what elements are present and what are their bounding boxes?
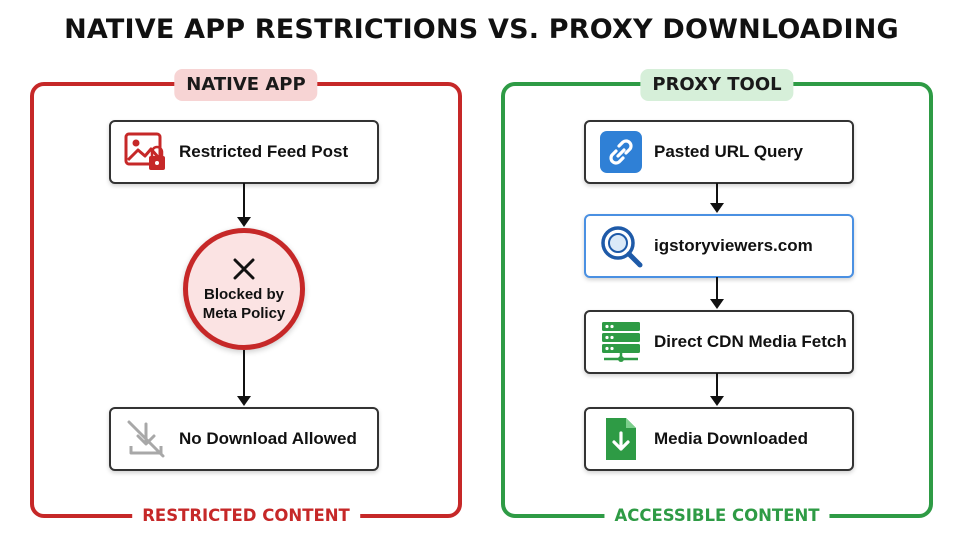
native-app-header: NATIVE APP [174,69,318,101]
file-download-icon [598,416,644,462]
accessible-content-label: ACCESSIBLE CONTENT [604,505,830,527]
restricted-feed-post-label: Restricted Feed Post [179,142,349,161]
x-icon [233,258,255,279]
native-app-panel: NATIVE APP RESTRICTED CONTENT [30,69,462,527]
blocked-text-line1: Blocked by [203,285,285,303]
proxy-tool-panel: PROXY TOOL ACCESSIBLE CONTENT [501,69,933,527]
locked-image-icon [123,129,169,175]
igstoryviewers-label: igstoryviewers.com [654,236,813,255]
direct-cdn-media-fetch-label: Direct CDN Media Fetch [654,332,847,351]
arrow-down [710,277,724,309]
no-download-allowed-node: No Download Allowed [109,407,379,471]
media-downloaded-node: Media Downloaded [584,407,854,471]
arrow-down [237,183,251,227]
page-title: NATIVE APP RESTRICTIONS VS. PROXY DOWNLO… [64,14,899,45]
restricted-content-label: RESTRICTED CONTENT [132,505,360,527]
restricted-feed-post-node: Restricted Feed Post [109,120,379,184]
magnifier-icon [598,223,644,269]
proxy-tool-header: PROXY TOOL [640,69,794,101]
download-blocked-icon [123,416,169,462]
blocked-text-line2: Meta Policy [202,304,286,322]
no-download-allowed-label: No Download Allowed [179,429,357,448]
arrow-down [710,183,724,213]
pasted-url-query-node: Pasted URL Query [584,120,854,184]
server-icon [598,319,644,365]
igstoryviewers-node: igstoryviewers.com [584,214,854,278]
pasted-url-query-label: Pasted URL Query [654,142,803,161]
arrow-down [710,373,724,406]
arrow-down [237,350,251,406]
direct-cdn-media-fetch-node: Direct CDN Media Fetch [584,310,854,374]
link-icon [598,129,644,175]
blocked-by-meta-policy-node: Blocked by Meta Policy [183,228,305,350]
media-downloaded-label: Media Downloaded [654,429,808,448]
